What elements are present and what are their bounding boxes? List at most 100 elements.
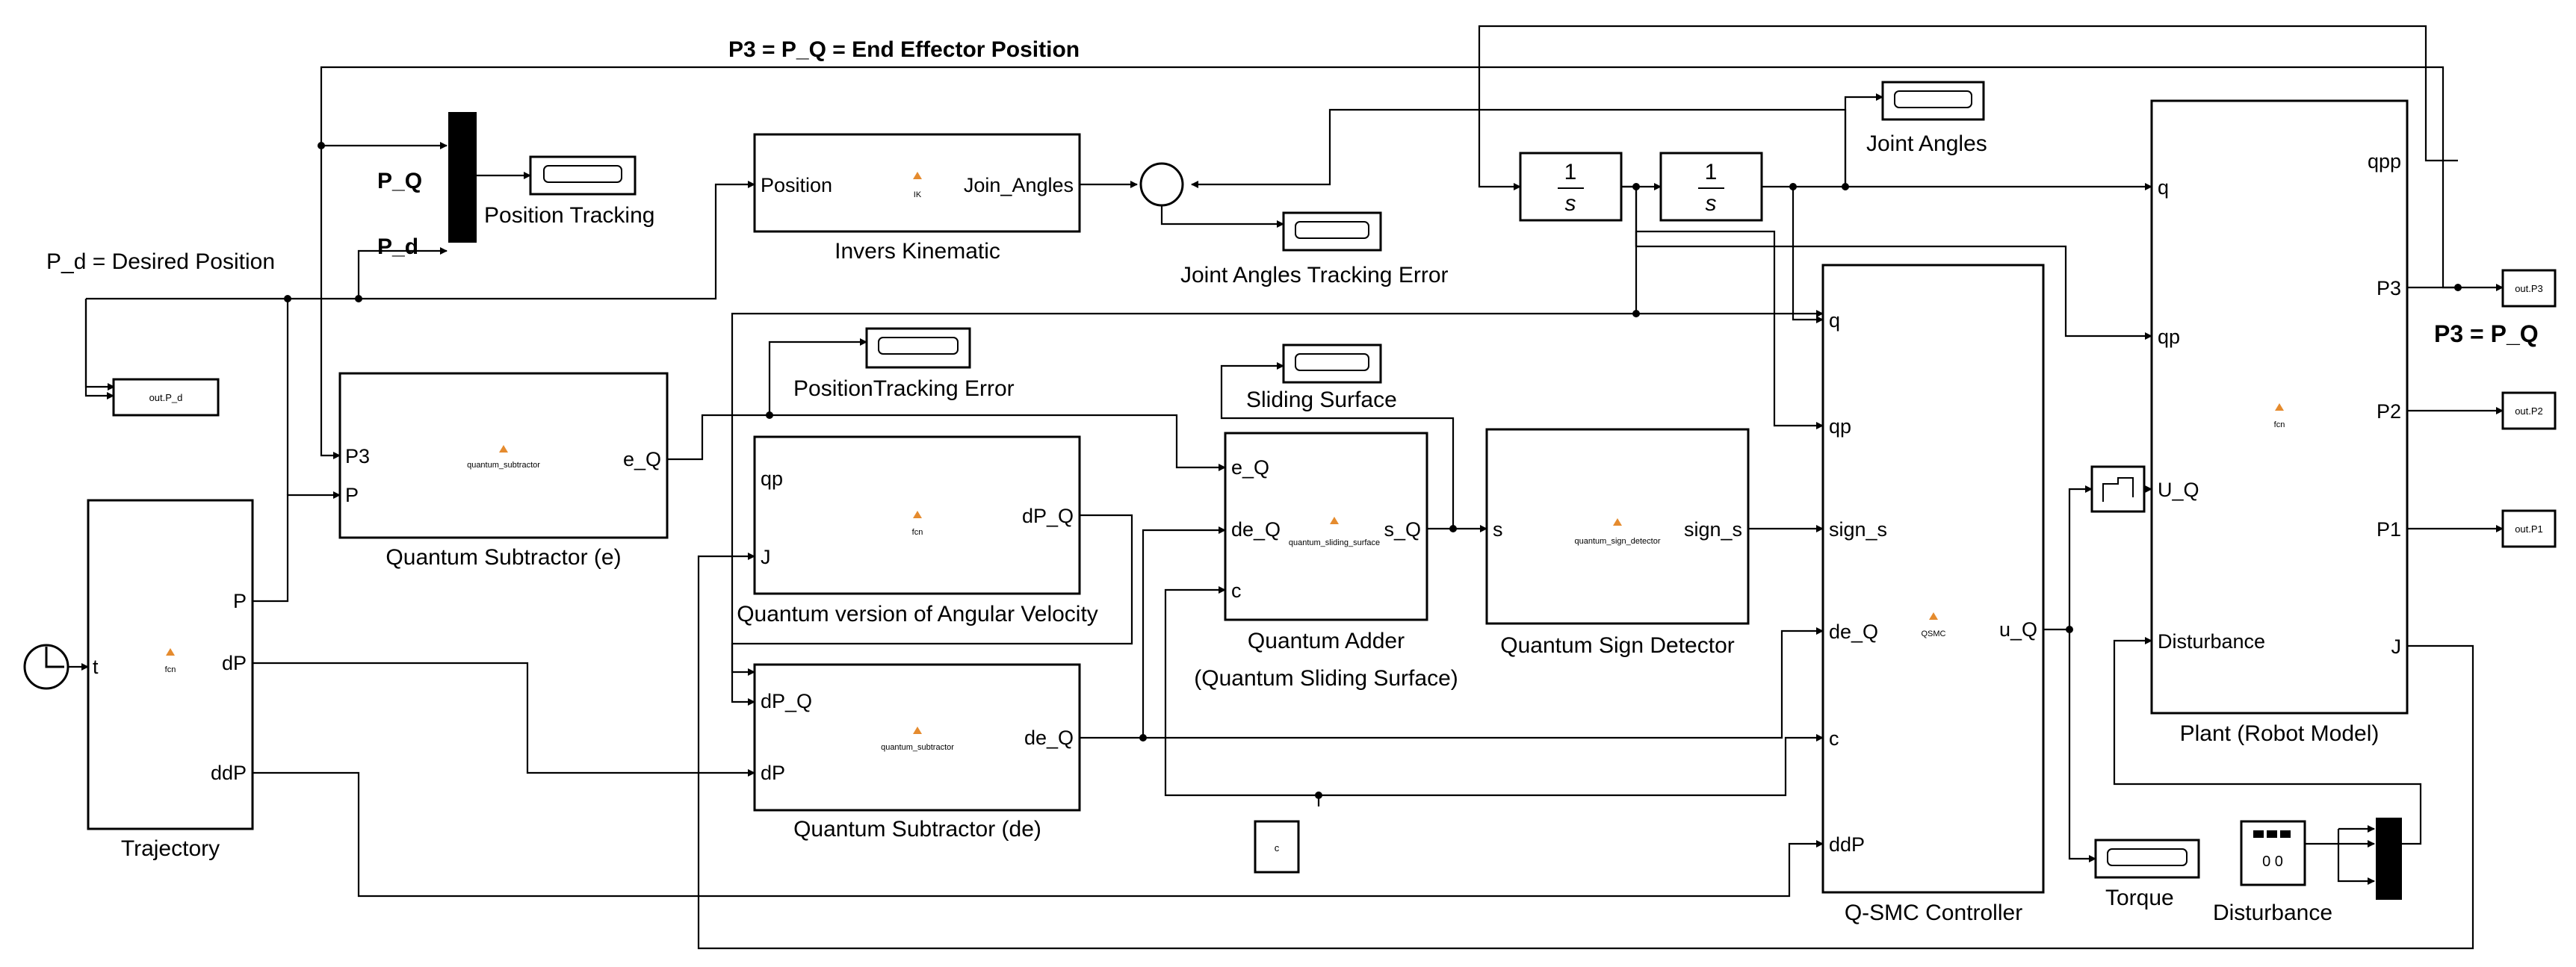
scope-joint-angles-error[interactable]: Joint Angles Tracking Error xyxy=(1180,211,1449,287)
port-in-dp: dP xyxy=(761,762,785,784)
port-in-qp: qp xyxy=(1829,415,1851,438)
output-label: out.P1 xyxy=(2515,523,2543,535)
port-in-ddp: ddP xyxy=(1829,833,1865,856)
block-inner-name: quantum_sliding_surface xyxy=(1289,538,1380,547)
scope-icon xyxy=(543,165,622,183)
block-inner-name: quantum_subtractor xyxy=(467,461,540,470)
invers-kinematic-block[interactable]: Position Join_Angles IK Invers Kinematic xyxy=(753,133,1081,264)
port-in-p: P xyxy=(345,484,359,506)
step-icon xyxy=(2102,477,2134,502)
output-p2[interactable]: out.P2 xyxy=(2501,391,2557,430)
block-inner-name: fcn xyxy=(912,528,923,537)
quantizer-block[interactable] xyxy=(2090,465,2146,513)
port-out-p3: P3 xyxy=(2377,277,2401,299)
port-in-e-q: e_Q xyxy=(1231,456,1269,479)
port-in-j: J xyxy=(761,546,771,568)
port-out-u-q: u_Q xyxy=(1999,618,2037,641)
scope-label: PositionTracking Error xyxy=(793,376,1015,401)
matlab-function-icon xyxy=(499,445,508,453)
integrator-numerator: 1 xyxy=(1705,160,1718,184)
quantum-subtractor-e-caption: Quantum Subtractor (e) xyxy=(386,545,621,570)
port-out-ddp: ddP xyxy=(211,762,247,784)
output-p1[interactable]: out.P1 xyxy=(2501,509,2557,548)
signal-builder-icon: 0 0 xyxy=(2262,853,2283,870)
block-inner-name: quantum_subtractor xyxy=(881,743,954,752)
integrator-denominator: s xyxy=(1565,191,1576,216)
mux-block-disturbance[interactable] xyxy=(2376,818,2402,900)
sum-block[interactable] xyxy=(1139,162,1184,207)
clock-block[interactable] xyxy=(23,644,69,690)
port-out-qpp: qpp xyxy=(2368,150,2401,172)
port-in-c: c xyxy=(1829,727,1839,750)
integrator-1-block[interactable]: 1 s xyxy=(1519,152,1623,222)
quantum-adder-caption-sub: (Quantum Sliding Surface) xyxy=(1194,666,1458,691)
quantum-adder-caption: Quantum Adder xyxy=(1248,629,1405,653)
plant-caption: Plant (Robot Model) xyxy=(2180,721,2380,746)
output-p-d[interactable]: out.P_d xyxy=(112,378,220,417)
quantum-subtractor-e-block[interactable]: P3 P e_Q quantum_subtractor Quantum Subt… xyxy=(338,372,669,570)
port-in-sign-s: sign_s xyxy=(1829,518,1887,541)
port-in-t: t xyxy=(93,656,99,678)
matlab-function-icon xyxy=(1330,517,1339,524)
block-inner-name: fcn xyxy=(2274,420,2285,429)
block-inner-name: fcn xyxy=(165,665,176,674)
mux-label-pd: P_d xyxy=(377,234,418,259)
port-in-de-q: de_Q xyxy=(1829,621,1878,643)
mux-block-position[interactable] xyxy=(448,112,477,243)
scope-label: Joint Angles xyxy=(1866,131,1987,156)
quantum-adder-block[interactable]: e_Q de_Q c s_Q quantum_sliding_surface Q… xyxy=(1194,432,1458,691)
port-in-q: q xyxy=(2158,176,2169,199)
port-out-e-q: e_Q xyxy=(623,448,661,470)
port-in-u-q: U_Q xyxy=(2158,479,2199,501)
port-in-p3: P3 xyxy=(345,445,370,467)
constant-c-block[interactable]: c xyxy=(1254,820,1300,874)
scope-joint-angles[interactable]: Joint Angles xyxy=(1866,81,1987,156)
sign-detector-caption: Quantum Sign Detector xyxy=(1500,633,1735,658)
output-label: out.P_d xyxy=(149,392,183,403)
output-label: out.P2 xyxy=(2515,405,2543,417)
port-out-p2: P2 xyxy=(2377,400,2401,423)
end-effector-note: P3 = P_Q = End Effector Position xyxy=(728,37,1080,62)
port-in-de-q: de_Q xyxy=(1231,518,1281,541)
matlab-function-icon xyxy=(1929,612,1938,620)
constant-label: c xyxy=(1275,842,1280,853)
sign-detector-block[interactable]: s sign_s quantum_sign_detector Quantum S… xyxy=(1485,428,1750,658)
quantum-subtractor-de-block[interactable]: dP_Q dP de_Q quantum_subtractor Quantum … xyxy=(753,663,1081,842)
matlab-function-icon xyxy=(2275,403,2284,411)
port-out-sign-s: sign_s xyxy=(1684,518,1742,541)
desired-position-label: P_d = Desired Position xyxy=(46,249,275,274)
port-out-s-q: s_Q xyxy=(1384,518,1421,541)
port-in-qp: qp xyxy=(2158,326,2180,348)
port-out-j: J xyxy=(2391,635,2402,658)
qsmc-controller-block[interactable]: q qp sign_s de_Q c ddP u_Q QSMC Q-SMC Co… xyxy=(1821,264,2045,925)
quantum-subtractor-de-caption: Quantum Subtractor (de) xyxy=(793,817,1041,842)
port-in-dp-q: dP_Q xyxy=(761,690,812,712)
matlab-function-icon xyxy=(166,648,175,656)
scope-position-tracking-error[interactable]: PositionTracking Error xyxy=(793,327,1015,401)
integrator-denominator: s xyxy=(1706,191,1717,216)
scope-icon xyxy=(1295,221,1369,239)
matlab-function-icon xyxy=(913,727,922,734)
port-in-qp: qp xyxy=(761,467,783,490)
disturbance-caption: Disturbance xyxy=(2213,901,2332,925)
matlab-function-icon xyxy=(1613,518,1622,526)
matlab-function-icon xyxy=(913,172,922,179)
trajectory-block[interactable]: t P dP ddP fcn Trajectory xyxy=(87,499,254,861)
port-out-dp-q: dP_Q xyxy=(1022,505,1074,527)
invers-kinematic-caption: Invers Kinematic xyxy=(835,239,1000,264)
port-in-c: c xyxy=(1231,579,1242,602)
integrator-2-block[interactable]: 1 s xyxy=(1659,152,1763,222)
p3-note: P3 = P_Q xyxy=(2434,320,2539,347)
port-out-dp: dP xyxy=(222,652,247,674)
output-p3[interactable]: out.P3 xyxy=(2501,269,2557,308)
scope-sliding-surface[interactable]: Sliding Surface xyxy=(1246,343,1397,412)
matlab-function-icon xyxy=(913,511,922,518)
scope-position-tracking[interactable]: Position Tracking xyxy=(484,155,654,228)
port-out-join-angles: Join_Angles xyxy=(964,174,1074,196)
angular-velocity-block[interactable]: qp J dP_Q fcn Quantum version of Angular… xyxy=(737,435,1098,626)
scope-torque[interactable]: Torque xyxy=(2094,839,2200,910)
disturbance-source-block[interactable]: 0 0 Disturbance xyxy=(2213,820,2332,925)
plant-block[interactable]: q qp U_Q Disturbance qpp P3 P2 P1 J fcn … xyxy=(2150,99,2409,746)
port-out-de-q: de_Q xyxy=(1024,727,1074,749)
